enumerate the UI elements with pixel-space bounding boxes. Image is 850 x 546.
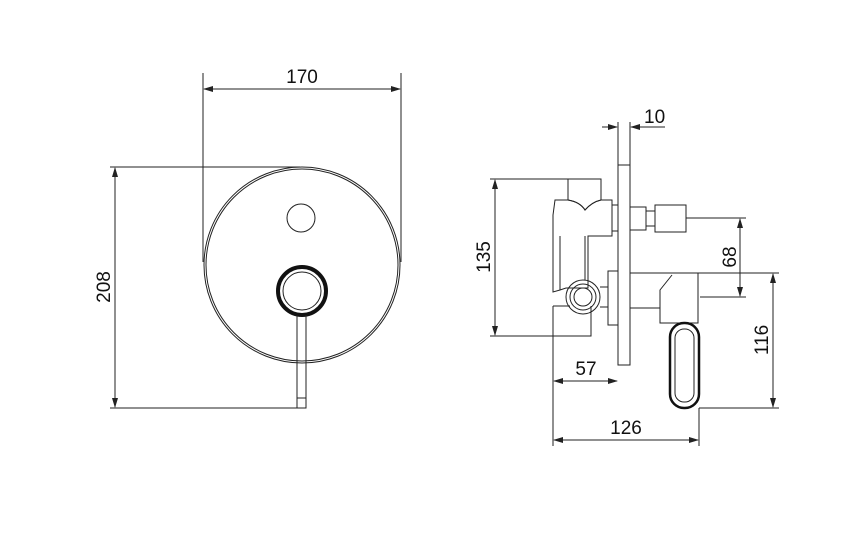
dimension-label-135: 135	[474, 241, 495, 273]
connector-stem	[629, 206, 647, 231]
cover-plate-inner	[205, 168, 399, 362]
handle-body	[630, 272, 699, 324]
dimension-label-68: 68	[720, 246, 741, 267]
dimension-label-126: 126	[610, 418, 642, 439]
lever	[296, 315, 307, 409]
valve-top-cap	[567, 178, 602, 211]
valve-body	[552, 199, 613, 293]
valve-base-block	[552, 305, 592, 337]
dimension-label-170: 170	[286, 67, 318, 88]
connector-nut	[654, 204, 687, 233]
handle-ring	[276, 265, 328, 317]
dimension-170: 170	[202, 67, 402, 262]
dimension-57: 57	[552, 336, 618, 446]
dimension-208: 208	[94, 166, 300, 409]
dimension-126: 126	[553, 408, 700, 446]
diverter-button	[286, 203, 316, 233]
valve-outlet-ring	[565, 279, 601, 315]
dimension-116: 116	[698, 272, 779, 409]
dimension-label-10: 10	[644, 107, 665, 128]
dimension-label-57: 57	[575, 359, 596, 380]
dimension-label-208: 208	[94, 271, 115, 303]
cover-plate-outer	[203, 166, 401, 364]
dimension-68: 68	[686, 217, 746, 298]
handle-lever	[668, 321, 701, 410]
dimension-label-116: 116	[752, 325, 773, 355]
side-view: 10 135 68 116 57	[474, 107, 779, 446]
front-view: 170 208	[94, 67, 402, 409]
wall-plate	[617, 164, 631, 366]
dimension-10: 10	[602, 107, 665, 165]
dimension-135: 135	[474, 178, 568, 337]
